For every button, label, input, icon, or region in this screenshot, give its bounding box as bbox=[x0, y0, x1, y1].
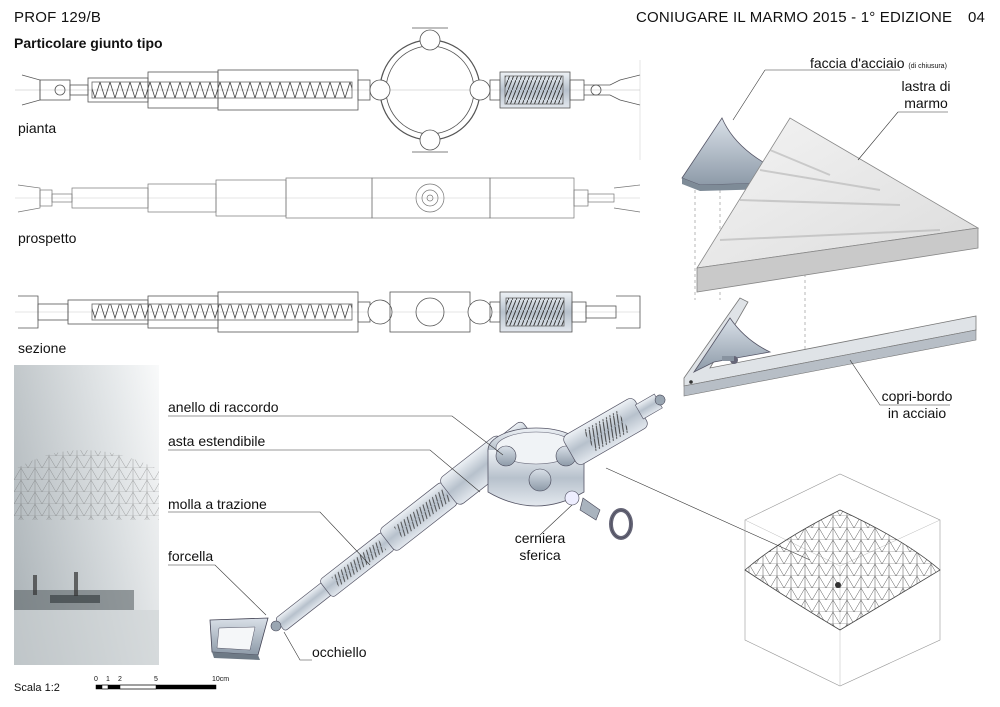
shell-structure-diagram bbox=[744, 473, 941, 687]
header-left: PROF 129/B bbox=[14, 9, 102, 26]
callout-steel-face: faccia d'acciaio (di chiusura) bbox=[810, 55, 947, 71]
interior-photo bbox=[14, 365, 159, 665]
callout-ring: anello di raccordo bbox=[168, 399, 279, 415]
callout-eyelet: occhiello bbox=[312, 644, 367, 660]
callout-ball-joint: cerniera sferica bbox=[500, 530, 580, 564]
callout-ball-joint-line1: cerniera bbox=[514, 530, 566, 546]
scale-tick-10: 10cm bbox=[212, 676, 230, 683]
scale-tick-2: 2 bbox=[118, 676, 122, 683]
plan-view-label: pianta bbox=[18, 120, 57, 136]
section-view-label: sezione bbox=[18, 340, 67, 356]
scale-label: Scala 1:2 bbox=[14, 682, 60, 694]
joint-assembly bbox=[209, 393, 666, 660]
marble-panel-assembly bbox=[681, 117, 980, 397]
callout-edge-cover: copri-bordo in acciaio bbox=[875, 388, 959, 422]
callout-rod: asta estendibile bbox=[168, 433, 266, 449]
callout-marble-slab-line1: lastra di bbox=[901, 78, 951, 94]
callout-spring: molla a trazione bbox=[168, 496, 267, 512]
scale-tick-5: 5 bbox=[154, 676, 158, 683]
scale-tick-0: 0 bbox=[94, 676, 98, 683]
callout-steel-face-note: (di chiusura) bbox=[908, 63, 947, 70]
scale-bar bbox=[95, 684, 217, 690]
section-view bbox=[15, 291, 641, 333]
callout-ball-joint-line2: sferica bbox=[519, 547, 561, 563]
callout-fork: forcella bbox=[168, 548, 214, 564]
callout-marble-slab-line2: marmo bbox=[904, 95, 948, 111]
callout-steel-face-text: faccia d'acciaio bbox=[810, 55, 905, 71]
scale-tick-1: 1 bbox=[106, 676, 110, 683]
callout-edge-cover-line2: in acciaio bbox=[887, 405, 947, 421]
elevation-view bbox=[15, 177, 641, 219]
leader-lines bbox=[168, 69, 950, 661]
plan-view bbox=[15, 27, 641, 160]
header-title: CONIUGARE IL MARMO 2015 - 1° EDIZIONE bbox=[636, 9, 953, 26]
page-number: 04 bbox=[968, 9, 986, 26]
subtitle: Particolare giunto tipo bbox=[14, 35, 163, 51]
callout-edge-cover-line1: copri-bordo bbox=[881, 388, 953, 404]
elevation-view-label: prospetto bbox=[18, 230, 77, 246]
callout-marble-slab: lastra di marmo bbox=[895, 78, 957, 112]
